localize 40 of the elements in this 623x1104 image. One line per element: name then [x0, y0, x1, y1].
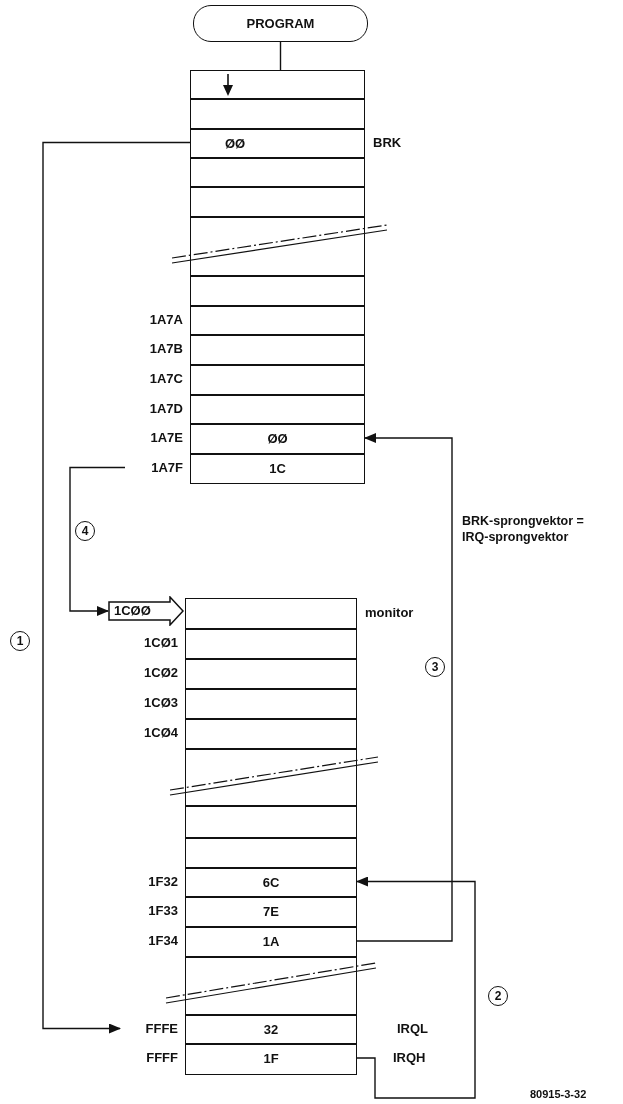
cell-value: ØØ [225, 135, 246, 151]
figure-number: 80915-3-32 [530, 1087, 588, 1102]
address-label: 1F34 [147, 933, 178, 949]
address-label: 1A7F [150, 459, 183, 476]
cell-value: 1F [263, 1051, 279, 1067]
address-label: 1CØ1 [143, 635, 178, 651]
address-label: 1CØ2 [143, 665, 178, 681]
address-label: FFFE [144, 1020, 178, 1037]
cell-value: 1C [269, 460, 286, 476]
address-label: 1A7A [148, 311, 183, 328]
cell-annotation: IRQH [393, 1050, 426, 1066]
cell-value: 7E [263, 904, 279, 920]
address-label: 1CØ4 [143, 725, 178, 741]
step-number: 3 [425, 657, 445, 677]
address-label: 1A7E [149, 430, 183, 446]
arrow [69, 466, 126, 616]
cell-value: 32 [263, 1021, 279, 1037]
cell-annotation: monitor [365, 605, 414, 621]
cell-value: ØØ [267, 431, 288, 447]
address-label: 1A7D [148, 400, 183, 417]
address-label: 1F32 [147, 873, 178, 890]
address-label: 1F33 [147, 903, 178, 919]
cell-value: 1A [262, 934, 280, 950]
step-number: 1 [10, 631, 30, 651]
cell-annotation: IRQL [397, 1020, 429, 1037]
address-label: FFFF [145, 1050, 178, 1066]
address-label: 1A7B [148, 341, 183, 357]
note-text: BRK-sprongvektor = IRQ-sprongvektor [462, 513, 585, 545]
address-label: 1CØØ [114, 603, 151, 619]
cell-annotation: BRK [373, 134, 402, 151]
arrow [356, 876, 476, 1099]
address-label: 1CØ3 [143, 695, 178, 711]
terminal-box: PROGRAM [193, 5, 368, 42]
step-number: 2 [488, 986, 508, 1006]
arrow [42, 141, 191, 1034]
arrow [356, 433, 453, 942]
cell-value: 6C [262, 874, 280, 890]
connector-line [279, 41, 282, 71]
address-label: 1A7C [148, 371, 183, 387]
step-number: 4 [75, 521, 95, 541]
